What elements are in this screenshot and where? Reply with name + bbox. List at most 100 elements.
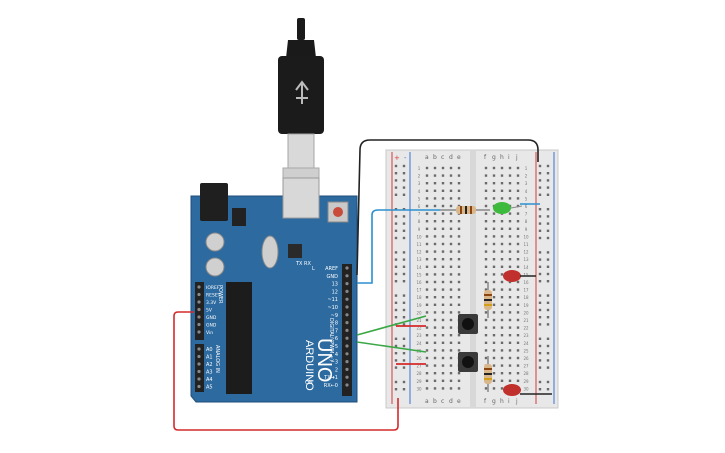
- rail-hole[interactable]: [538, 265, 542, 268]
- hole[interactable]: [492, 273, 496, 276]
- rail-hole[interactable]: [402, 272, 406, 276]
- rail-hole[interactable]: [402, 222, 406, 225]
- hole[interactable]: [449, 303, 453, 306]
- hole[interactable]: [508, 189, 512, 192]
- hole[interactable]: [484, 182, 488, 185]
- rail-hole[interactable]: [546, 236, 550, 240]
- rail-hole[interactable]: [402, 388, 406, 391]
- hole[interactable]: [449, 265, 453, 268]
- hole[interactable]: [425, 387, 429, 390]
- hole[interactable]: [484, 356, 488, 360]
- hole[interactable]: [492, 364, 496, 367]
- hole[interactable]: [457, 258, 461, 261]
- rail-hole[interactable]: [538, 193, 542, 196]
- hole[interactable]: [508, 379, 512, 382]
- hole[interactable]: [433, 334, 437, 337]
- hole[interactable]: [484, 227, 488, 230]
- hole[interactable]: [441, 341, 445, 344]
- header-pin[interactable]: [345, 383, 349, 387]
- header-pin[interactable]: [345, 321, 349, 325]
- header-pin[interactable]: [345, 344, 349, 348]
- hole[interactable]: [425, 220, 429, 223]
- hole[interactable]: [500, 341, 504, 344]
- hole[interactable]: [425, 349, 429, 352]
- hole[interactable]: [425, 364, 429, 367]
- hole[interactable]: [441, 227, 445, 230]
- rail-hole[interactable]: [546, 380, 550, 384]
- hole[interactable]: [484, 280, 488, 284]
- hole[interactable]: [500, 227, 504, 230]
- hole[interactable]: [492, 334, 496, 337]
- rail-hole[interactable]: [546, 265, 550, 268]
- rail-hole[interactable]: [546, 308, 550, 312]
- hole[interactable]: [441, 166, 445, 170]
- hole[interactable]: [500, 303, 504, 306]
- hole[interactable]: [500, 387, 504, 390]
- hole[interactable]: [516, 341, 520, 344]
- hole[interactable]: [457, 387, 461, 390]
- header-pin[interactable]: [197, 292, 201, 297]
- hole[interactable]: [425, 235, 429, 238]
- rail-hole[interactable]: [538, 337, 542, 340]
- rail-hole[interactable]: [394, 179, 398, 182]
- hole[interactable]: [516, 349, 520, 352]
- rail-hole[interactable]: [402, 280, 406, 283]
- rail-hole[interactable]: [394, 294, 398, 297]
- hole[interactable]: [457, 379, 461, 382]
- hole[interactable]: [508, 318, 512, 322]
- rail-hole[interactable]: [394, 229, 398, 232]
- hole[interactable]: [484, 235, 488, 238]
- header-pin[interactable]: [345, 266, 349, 270]
- rail-hole[interactable]: [538, 236, 542, 240]
- rail-hole[interactable]: [402, 164, 406, 168]
- hole[interactable]: [425, 311, 429, 314]
- rail-hole[interactable]: [402, 215, 406, 218]
- hole[interactable]: [508, 242, 512, 246]
- hole[interactable]: [508, 341, 512, 344]
- hole[interactable]: [425, 197, 429, 200]
- rail-hole[interactable]: [394, 316, 398, 319]
- hole[interactable]: [425, 227, 429, 230]
- hole[interactable]: [425, 182, 429, 185]
- header-pin[interactable]: [197, 300, 201, 304]
- hole[interactable]: [484, 220, 488, 223]
- hole[interactable]: [433, 379, 437, 382]
- hole[interactable]: [457, 242, 461, 246]
- rail-hole[interactable]: [546, 172, 550, 175]
- hole[interactable]: [484, 387, 488, 390]
- rail-hole[interactable]: [402, 193, 406, 196]
- hole[interactable]: [508, 356, 512, 360]
- hole[interactable]: [441, 189, 445, 192]
- hole[interactable]: [425, 372, 429, 375]
- hole[interactable]: [449, 182, 453, 185]
- hole[interactable]: [516, 265, 520, 268]
- hole[interactable]: [508, 296, 512, 299]
- hole[interactable]: [500, 364, 504, 367]
- hole[interactable]: [500, 326, 504, 329]
- hole[interactable]: [449, 212, 453, 215]
- hole[interactable]: [449, 326, 453, 329]
- rail-hole[interactable]: [394, 272, 398, 276]
- hole[interactable]: [516, 311, 520, 314]
- header-pin[interactable]: [197, 347, 201, 351]
- wire-pin7-green[interactable]: [356, 315, 427, 336]
- hole[interactable]: [508, 250, 512, 253]
- wire-gnd-black[interactable]: [356, 139, 539, 276]
- header-pin[interactable]: [345, 375, 349, 379]
- hole[interactable]: [425, 242, 429, 246]
- rail-hole[interactable]: [546, 301, 550, 304]
- hole[interactable]: [457, 182, 461, 185]
- hole[interactable]: [484, 212, 488, 215]
- hole[interactable]: [492, 174, 496, 177]
- rail-hole[interactable]: [538, 301, 542, 304]
- header-pin[interactable]: [197, 362, 201, 366]
- hole[interactable]: [449, 174, 453, 177]
- hole[interactable]: [457, 288, 461, 291]
- hole[interactable]: [425, 280, 429, 284]
- hole[interactable]: [425, 296, 429, 299]
- hole[interactable]: [449, 242, 453, 246]
- hole[interactable]: [492, 341, 496, 344]
- rail-hole[interactable]: [546, 179, 550, 182]
- header-pin[interactable]: [197, 307, 201, 312]
- hole[interactable]: [516, 197, 520, 200]
